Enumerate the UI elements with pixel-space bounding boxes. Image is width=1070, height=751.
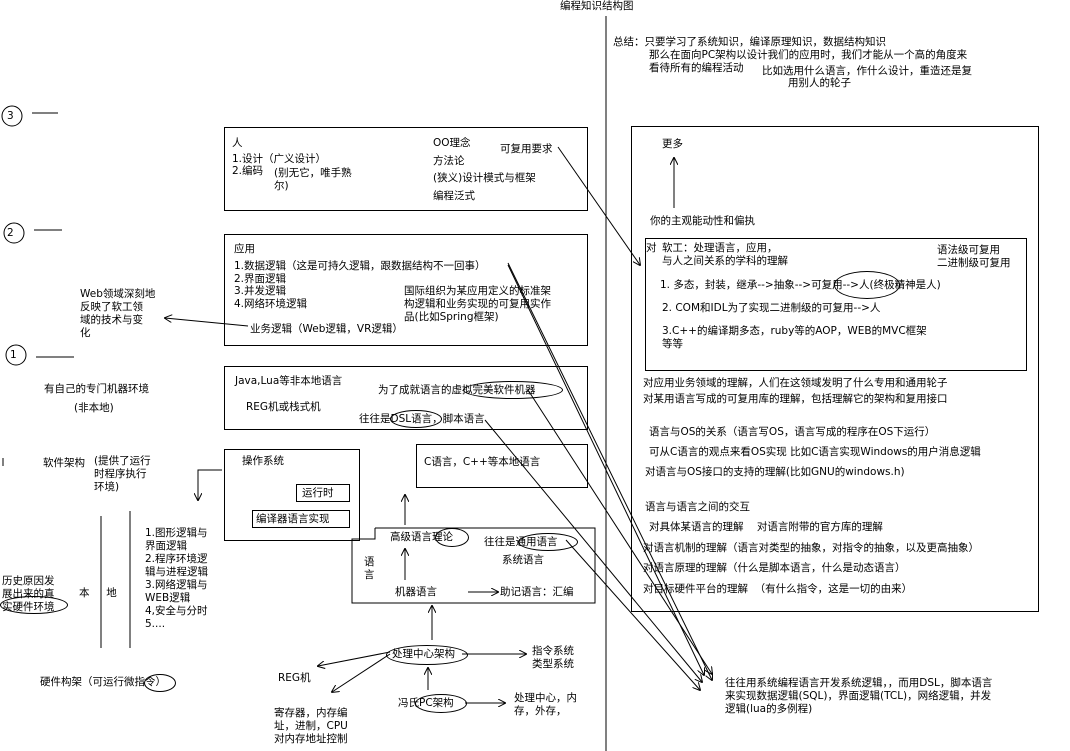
dsl-oval — [390, 410, 442, 428]
level-1-marker: 1 — [10, 349, 17, 361]
level-3-marker: 3 — [7, 110, 14, 122]
level-2-marker: 2 — [7, 227, 14, 239]
cpu-arch-oval — [386, 645, 468, 665]
software-eng-box — [645, 238, 1027, 371]
reuse-item-2: 2. COM和IDL为了实现二进制级的可复用-->人 — [662, 302, 881, 314]
system-language: 系统语言 — [502, 554, 544, 566]
compiler-label: 编译器语言实现 — [256, 513, 330, 525]
programming-paradigm: 编程泛式 — [433, 190, 475, 202]
non-native-box — [224, 366, 588, 430]
hardware-architecture: 硬件构架（可运行微指令） — [40, 676, 166, 688]
understanding-9: 对语言原理的理解（什么是脚本语言，什么是动态语言） — [643, 562, 906, 574]
footnote: 往往用系统编程语言开发系统逻辑，，而用DSL，脚本语言 来实现数据逻辑(SQL)… — [725, 677, 993, 715]
design-item: 1.设计（广义设计） — [232, 153, 327, 165]
virtual-machine-oval — [463, 381, 563, 399]
methodology: 方法论 — [433, 155, 465, 167]
reg-or-stack-machine: REG机或栈式机 — [246, 401, 321, 413]
registers-note: 寄存器，内存编 址，进制，CPU 对内存地址控制 — [274, 707, 348, 745]
concurrency-logic: 3.并发逻辑 — [234, 285, 287, 297]
coding-item: 2.编码 — [232, 165, 264, 177]
understanding-3: 语言与OS的关系（语言写OS，语言写成的程序在OS下运行） — [649, 426, 936, 438]
own-machine-env: 有自己的专门机器环境 — [44, 383, 149, 395]
summary-line-5: 用别人的轮子 — [788, 77, 851, 89]
reg-machine: REG机 — [278, 672, 311, 684]
summary-line-4: 比如选用什么语言，作什么设计，重造还是复 — [762, 65, 972, 77]
os-box — [224, 449, 360, 541]
design-pattern: (狭义)设计模式与框架 — [433, 172, 536, 184]
right-understanding-box — [631, 126, 1039, 612]
more-label: 更多 — [662, 138, 683, 150]
business-logic: 业务逻辑（Web逻辑，VR逻辑） — [250, 323, 403, 335]
processor-memory: 处理中心，内 存，外存， — [514, 692, 577, 717]
runtime-box — [296, 484, 350, 502]
assembly-language: 助记语言：汇编 — [500, 586, 574, 598]
understanding-1: 对应用业务领域的理解，人们在这领域发明了什么专用和通用轮子 — [643, 377, 948, 389]
non-native-languages: Java,Lua等非本地语言 — [235, 375, 343, 387]
application-heading: 应用 — [234, 243, 255, 255]
c-language-box — [416, 444, 588, 488]
understanding-4: 可从C语言的观点来看OS实现 比如C语言实现Windows的用户消息逻辑 — [649, 446, 981, 458]
reuse-requirement: 可复用要求 — [500, 143, 553, 155]
microinstruction-oval — [144, 674, 176, 692]
language-vertical-label: 语 言 — [364, 556, 375, 581]
reuse-item-3: 3.C++的编译期多态，ruby等的AOP，WEB的MVC框架 等等 — [662, 325, 927, 350]
page-title: 编程知识结构图 — [560, 0, 634, 12]
understanding-6: 语言与语言之间的交互 — [645, 501, 750, 513]
dui-label: 对 — [646, 242, 657, 254]
subjective-label: 你的主观能动性和偏执 — [650, 215, 755, 227]
understanding-2: 对某用语言写成的可复用库的理解，包括理解它的架构和复用接口 — [643, 393, 948, 405]
network-logic: 4.网络环境逻辑 — [234, 298, 308, 310]
oo-concept: OO理念 — [433, 137, 471, 149]
software-architecture-note: (提供了运行 时程序执行 环境) — [94, 455, 151, 493]
summary-line-1: 总结：只要学习了系统知识，编译原理知识，数据结构知识 — [613, 36, 886, 48]
c-language-label: C语言，C++等本地语言 — [424, 456, 541, 468]
reuse-levels: 语法级可复用 二进制级可复用 — [937, 244, 1011, 269]
intl-standard-note: 国际组织为某应用定义的标准架 构逻辑和业务实现的可复用实作 品(比如Spring… — [404, 285, 551, 323]
application-box — [224, 234, 588, 346]
runtime-label: 运行时 — [302, 487, 334, 499]
summary-line-2: 那么在面向PC架构以设计我们的应用时，我们才能从一个高的角度来 — [649, 49, 968, 61]
ui-logic: 2.界面逻辑 — [234, 273, 287, 285]
non-native-label: (非本地) — [74, 402, 114, 414]
reuse-oval — [834, 271, 900, 299]
hardware-env-oval — [0, 596, 68, 614]
person-heading: 人 — [232, 137, 243, 149]
native-label: 本 地 — [79, 587, 117, 599]
understanding-7: 对具体某语言的理解 对语言附带的官方库的理解 — [649, 521, 883, 533]
summary-line-3: 看待所有的编程活动 — [649, 62, 744, 74]
general-language-oval — [518, 533, 578, 551]
web-domain-note: Web领域深刻地 反映了软工领 域的技术与变 化 — [80, 288, 156, 339]
person-box — [224, 127, 588, 211]
compiler-box — [252, 510, 350, 528]
software-architecture: 软件架构 — [43, 457, 85, 469]
software-engineering: 软工：处理语言，应用， 与人之间关系的学科的理解 — [662, 242, 788, 267]
data-logic: 1.数据逻辑（这是可持久逻辑，跟数据结构不一回事） — [234, 260, 486, 272]
os-heading: 操作系统 — [242, 455, 284, 467]
machine-language: 机器语言 — [395, 586, 437, 598]
isa-type-system: 指令系统 类型系统 — [532, 645, 574, 670]
native-logic-list: 1.图形逻辑与 界面逻辑 2.程序环境逻 辑与进程逻辑 3.网络逻辑与 WEB逻… — [145, 527, 208, 630]
understanding-5: 对语言与OS接口的支持的理解(比如GNU的windows.h) — [645, 466, 905, 478]
coding-note: (别无它，唯手熟 尔) — [274, 167, 352, 192]
understanding-8: 对语言机制的理解（语言对类型的抽象，对指令的抽象，以及更高抽象） — [643, 542, 979, 554]
